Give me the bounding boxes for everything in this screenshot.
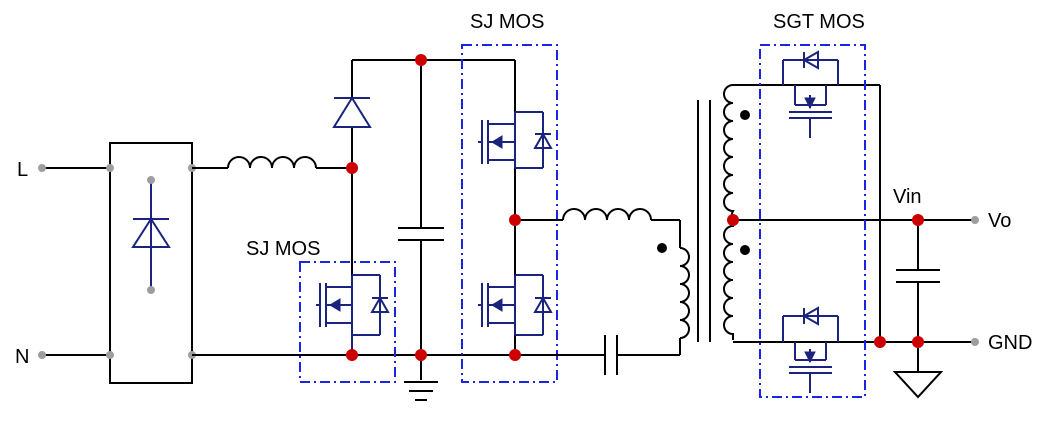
gnd-label: GND	[988, 332, 1032, 354]
pfc-inductor-icon	[227, 156, 317, 169]
bulk-capacitor-icon	[398, 227, 444, 241]
resonant-capacitor-icon	[604, 335, 618, 375]
junction-dots	[346, 54, 924, 361]
terminal-vo	[971, 216, 979, 224]
high-side-mosfet-icon	[478, 111, 553, 169]
ground-icon	[404, 381, 438, 401]
transformer-secondary-bottom-icon	[723, 220, 734, 340]
bottom-sgt-mosfet-icon	[782, 306, 839, 393]
pfc-mosfet: SJ MOS	[246, 238, 396, 383]
secondary-polarity-dot-top	[740, 110, 750, 120]
terminal-n	[38, 351, 46, 359]
input-section	[38, 142, 196, 384]
bridge-diode-icon	[131, 176, 171, 294]
low-side-mosfet-icon	[478, 274, 553, 336]
boost-diode-icon	[332, 96, 372, 128]
transformer-primary-icon	[679, 247, 690, 339]
sync-rectifier-label: SGT MOS	[773, 11, 865, 33]
vin-label: Vin	[893, 186, 922, 208]
sync-rectifier: SGT MOS	[759, 11, 866, 398]
primary-polarity-dot	[657, 243, 667, 253]
output-ground-icon	[892, 371, 944, 399]
terminal-l	[38, 164, 46, 172]
half-bridge: SJ MOS	[461, 11, 558, 383]
secondary-side	[723, 84, 979, 399]
pfc-switch-label: SJ MOS	[246, 238, 320, 260]
output-capacitor-icon	[896, 269, 940, 283]
input-n-label: N	[15, 346, 29, 368]
input-l-label: L	[17, 159, 28, 181]
transformer-core-icon	[697, 100, 711, 342]
resonant-tank	[515, 208, 690, 375]
resonant-inductor-icon	[562, 208, 652, 221]
transformer-secondary-top-icon	[723, 84, 735, 221]
bridge-rectifier	[109, 142, 193, 384]
terminal-gnd	[971, 338, 979, 346]
vo-label: Vo	[988, 210, 1011, 232]
mosfet-icon	[316, 274, 390, 355]
secondary-polarity-dot-bottom	[740, 245, 750, 255]
pfc-stage	[192, 59, 515, 401]
top-sgt-mosfet-icon	[782, 50, 839, 138]
half-bridge-label: SJ MOS	[470, 11, 544, 33]
